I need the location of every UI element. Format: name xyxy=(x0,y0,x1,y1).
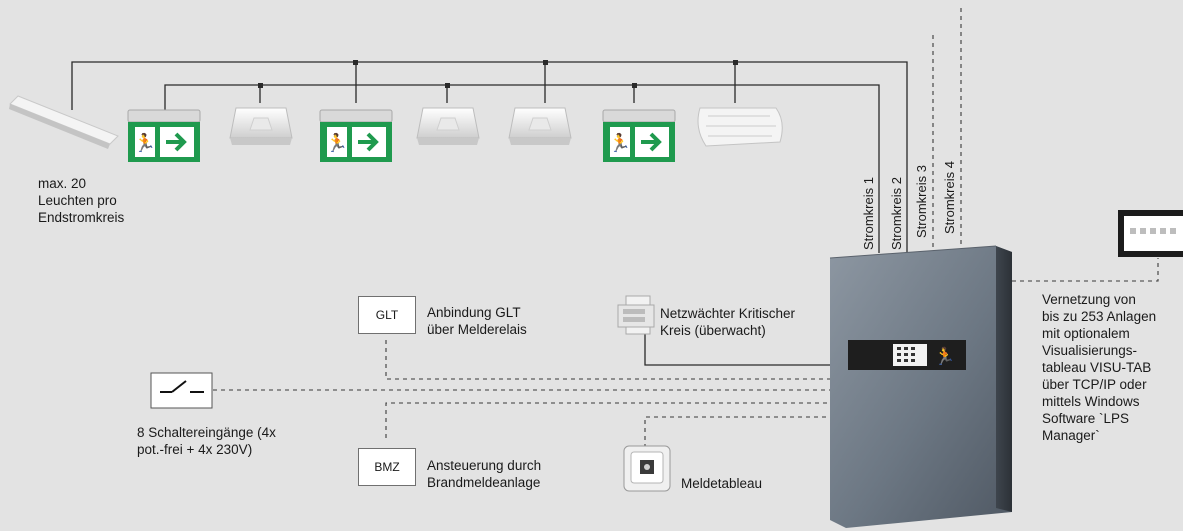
max-luminaires-label: max. 20 Leuchten pro Endstromkreis xyxy=(38,176,125,225)
exit-sign-icon: 🏃 xyxy=(602,109,676,162)
glt-description: Anbindung GLT über Melderelais xyxy=(427,305,527,337)
bmz-box: BMZ xyxy=(358,448,416,486)
exit-sign-icon: 🏃 xyxy=(319,109,393,162)
circuit-1-label: Stromkreis 1 xyxy=(861,177,876,250)
central-battery-cabinet-icon: 🏃 xyxy=(829,245,1012,528)
bmz-description: Ansteuerung durch Brandmeldeanlage xyxy=(427,458,542,490)
svg-text:🏃: 🏃 xyxy=(326,132,348,154)
svg-text:🏃: 🏃 xyxy=(134,132,156,154)
circuit-2-label: Stromkreis 2 xyxy=(889,177,904,250)
networking-description: Vernetzung von bis zu 253 Anlagen mit op… xyxy=(1042,292,1157,443)
exit-sign-icon: 🏃 xyxy=(127,109,201,162)
switch-symbol-icon xyxy=(150,372,213,409)
switch-inputs-description: 8 Schaltereingänge (4x pot.-frei + 4x 23… xyxy=(137,425,276,457)
downlight-icon xyxy=(416,107,480,145)
visu-tab-icon xyxy=(1118,210,1183,257)
svg-text:🏃: 🏃 xyxy=(934,346,955,367)
glt-box: GLT xyxy=(358,296,416,334)
alarm-panel-label: Meldetableau xyxy=(681,476,763,491)
circuit-3-label: Stromkreis 3 xyxy=(914,165,929,238)
circuit-4-label: Stromkreis 4 xyxy=(942,161,957,234)
diffuser-luminaire-icon xyxy=(697,107,783,147)
alarm-panel-icon xyxy=(623,445,671,492)
svg-text:🏃: 🏃 xyxy=(609,132,631,154)
linear-luminaire-icon xyxy=(9,95,119,149)
downlight-icon xyxy=(508,107,572,145)
downlight-icon xyxy=(229,107,293,145)
network-monitor-description: Netzwächter Kritischer Kreis (überwacht) xyxy=(660,306,796,338)
network-monitor-icon xyxy=(617,295,655,335)
